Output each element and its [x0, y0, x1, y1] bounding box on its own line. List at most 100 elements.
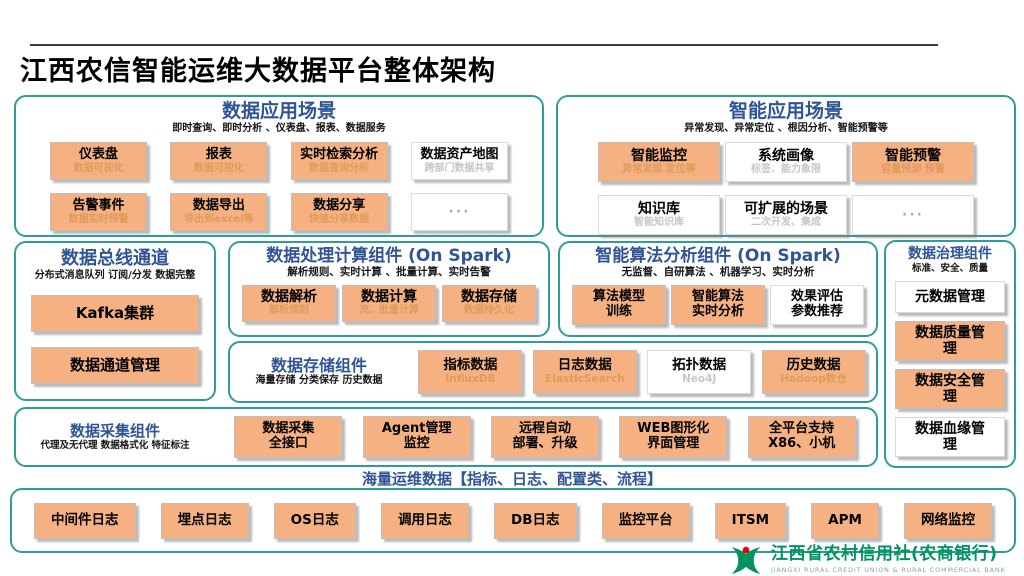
card-sublabel: Hadoop数仓: [780, 373, 847, 386]
section-title: 数据存储组件: [270, 356, 367, 376]
section-subtitle: 海量存储 分类保存 历史数据: [255, 375, 383, 387]
bank-logo-icon: [731, 546, 761, 575]
section-data-application-scenarios: 数据应用场景 即时查询、即时分析 、仪表盘、报表、数据服务 仪表盘数据可视化报表…: [14, 95, 544, 237]
card-label: 数据分享: [313, 197, 366, 213]
component-card: 知识库智能知识库: [598, 195, 720, 236]
component-card: WEB图形化 界面管理: [619, 416, 728, 458]
title-rule-line: [30, 44, 938, 46]
card-label: 报表: [205, 146, 232, 162]
card-label: 网络监控: [921, 511, 975, 528]
section-massive-ops-data-sources: 中间件日志 埋点日志 OS日志 调用日志 DB日志 监控平台 ITSM APM 网络监控: [10, 488, 1016, 553]
section-intelligent-application-scenarios: 智能应用场景 异常发现、异常定位 、根因分析、智能预警等 智能监控异常发现 定位…: [556, 95, 1016, 237]
card-sublabel: 智能知识库: [634, 217, 684, 229]
card-label: ITSM: [731, 511, 770, 528]
component-card: 数据安全管 理: [895, 368, 1005, 410]
card-label: 历史数据: [786, 356, 841, 373]
bank-name-en: JIANGXI RURAL CREDIT UNION & RURAL COMME…: [771, 565, 1006, 574]
component-card: ···: [410, 193, 508, 232]
bank-footer: 江西省农村信用社(农商银行) JIANGXI RURAL CREDIT UNIO…: [726, 544, 1006, 576]
section-subtitle: 异常发现、异常定位 、根因分析、智能预警等: [684, 122, 888, 134]
card-sublabel: 导出到excel等: [184, 213, 254, 225]
card-label: 可扩展的场景: [744, 201, 828, 218]
card-label: 系统画像: [758, 148, 814, 165]
component-card: 数据解析解析规则: [242, 284, 336, 322]
card-sublabel: 跨部门数据共享: [424, 162, 495, 174]
component-card: 元数据管理: [895, 280, 1005, 313]
component-card: 数据资产地图跨部门数据共享: [410, 142, 508, 181]
component-card: 全平台支持 X86、小机: [747, 416, 856, 458]
section-subtitle: 代理及无代理 数据格式化 特征标注: [40, 440, 190, 452]
card-label: ···: [902, 207, 924, 224]
section-data-processing-compute: 数据处理计算组件 (On Spark) 解析规则、实时计算 、批量计算、实时告警…: [228, 241, 550, 337]
card-label: 日志数据: [557, 356, 612, 373]
card-label: 智能算法 实时分析: [691, 288, 744, 319]
card-sublabel: 数据持久化: [464, 305, 514, 317]
card-label: 远程自动 部署、升级: [512, 421, 578, 451]
card-sublabel: 数据可视化: [193, 162, 244, 174]
card-label: 仪表盘: [78, 146, 118, 162]
card-sublabel: 快速分享数据: [309, 213, 370, 225]
section-subtitle: 标准、安全、质量: [911, 262, 988, 274]
section-subtitle: 即时查询、即时分析 、仪表盘、报表、数据服务: [172, 122, 386, 134]
component-card: 中间件日志: [34, 502, 136, 539]
card-label: OS日志: [290, 511, 339, 528]
component-card: 远程自动 部署、升级: [490, 416, 599, 458]
component-card: 调用日志: [380, 502, 469, 539]
card-label: 指标数据: [443, 356, 498, 373]
card-label: 中间件日志: [51, 511, 119, 528]
component-card: 可扩展的场景二次开发、集成: [725, 195, 847, 236]
card-label: 全平台支持 X86、小机: [768, 421, 836, 451]
card-sublabel: 数据实时预警: [68, 213, 129, 225]
card-sublabel: 标签、能力象限: [751, 164, 821, 176]
cards-grid: 仪表盘数据可视化报表数据可视化实时检索分析数据查询分析数据资产地图跨部门数据共享…: [16, 135, 542, 232]
card-label: 实时检索分析: [300, 146, 379, 162]
cards-stack: 元数据管理数据质量管 理数据安全管 理数据血缘管 理: [886, 280, 1014, 458]
card-label: DB日志: [511, 511, 560, 528]
card-sublabel: ElasticSearch: [544, 373, 625, 386]
cards-stack: Kafka集群数据通道管理: [16, 295, 214, 385]
card-label: 智能监控: [631, 148, 687, 165]
card-label: 数据资产地图: [420, 146, 499, 162]
card-sublabel: InfluxDB: [445, 373, 496, 386]
card-label: 数据质量管 理: [915, 324, 985, 357]
card-sublabel: 流、批量计算: [359, 305, 419, 317]
component-card: 告警事件数据实时预警: [50, 193, 147, 232]
section-header: 数据存储组件 海量存储 分类保存 历史数据: [230, 356, 408, 388]
section-title: 数据应用场景: [221, 100, 336, 122]
section-title: 数据采集组件: [69, 422, 160, 441]
card-sublabel: 容量预测 预警: [881, 164, 945, 176]
card-label: ···: [448, 204, 471, 221]
component-card: 监控平台: [601, 502, 690, 539]
card-label: 拓扑数据: [672, 356, 727, 373]
card-sublabel: 解析规则: [269, 305, 309, 317]
card-label: 数据解析: [261, 288, 317, 305]
component-card: 报表数据可视化: [170, 142, 268, 181]
card-sublabel: 二次开发、集成: [751, 217, 821, 229]
component-card: 数据分享快速分享数据: [290, 193, 388, 232]
card-label: 埋点日志: [177, 511, 232, 528]
section-subtitle: 无监督、自研算法 、机器学习、实时分析: [621, 266, 815, 279]
card-label: 数据导出: [192, 197, 245, 213]
card-label: 数据计算: [361, 288, 417, 305]
card-sublabel: Neo4J: [682, 373, 717, 386]
bank-name-cn: 江西省农村信用社(农商银行): [771, 544, 998, 564]
component-card: 埋点日志: [160, 502, 249, 539]
component-card: 系统画像标签、能力象限: [725, 142, 847, 183]
component-card: 数据质量管 理: [895, 320, 1005, 361]
component-card: 实时检索分析数据查询分析: [290, 142, 388, 181]
card-sublabel: 异常发现 定位等: [622, 164, 696, 176]
component-card: 智能监控异常发现 定位等: [598, 142, 720, 183]
card-label: APM: [828, 511, 862, 528]
section-title: 智能应用场景: [728, 100, 843, 122]
component-card: 算法模型 训练: [572, 284, 666, 325]
component-card: 数据计算流、批量计算: [342, 284, 436, 322]
component-card: APM: [811, 502, 879, 539]
page-title: 江西农信智能运维大数据平台整体架构: [20, 56, 496, 87]
cards-row: 数据解析解析规则数据计算流、批量计算数据存储数据持久化: [230, 280, 548, 322]
